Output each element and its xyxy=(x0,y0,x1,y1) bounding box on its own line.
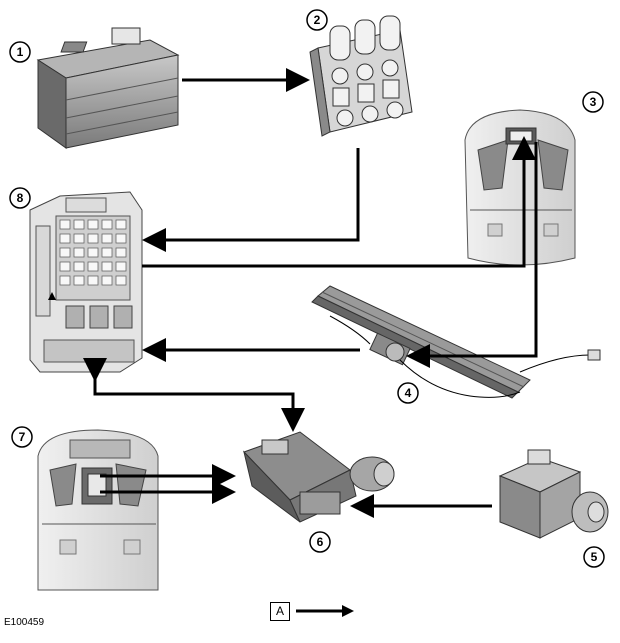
overhead-console-part xyxy=(464,109,576,266)
svg-text:1: 1 xyxy=(17,45,24,59)
callout-1: 1 xyxy=(9,41,31,63)
connection-arrows xyxy=(83,68,538,518)
fuse-block-part xyxy=(309,15,413,137)
callout-4: 4 xyxy=(397,382,419,404)
hydraulic-unit-part xyxy=(498,449,609,539)
callout-7: 7 xyxy=(11,426,33,448)
reference-code: E100459 xyxy=(4,617,45,628)
svg-text:5: 5 xyxy=(591,550,598,564)
svg-text:6: 6 xyxy=(317,535,324,549)
callout-8: 8 xyxy=(9,187,31,209)
sunroof-track-part xyxy=(311,285,601,399)
legend-arrow xyxy=(296,605,354,617)
arrow-module-to-console xyxy=(142,136,536,268)
svg-text:4: 4 xyxy=(405,386,412,400)
callout-6: 6 xyxy=(309,531,331,553)
legend-label-box: A xyxy=(270,602,290,621)
callout-2: 2 xyxy=(306,9,328,31)
callout-3: 3 xyxy=(582,91,604,113)
svg-text:2: 2 xyxy=(314,13,321,27)
arrow-console-to-sunroof xyxy=(406,142,538,368)
overhead-panel-part xyxy=(37,429,159,591)
arrow-module-motor xyxy=(83,358,305,432)
arrow-fuse-to-module xyxy=(142,148,360,252)
svg-text:3: 3 xyxy=(590,95,597,109)
battery-part xyxy=(36,27,180,149)
callout-5: 5 xyxy=(583,546,605,568)
motor-actuator-part xyxy=(243,431,395,523)
junction-box-part xyxy=(29,191,143,373)
svg-text:7: 7 xyxy=(19,430,26,444)
svg-text:8: 8 xyxy=(17,191,24,205)
